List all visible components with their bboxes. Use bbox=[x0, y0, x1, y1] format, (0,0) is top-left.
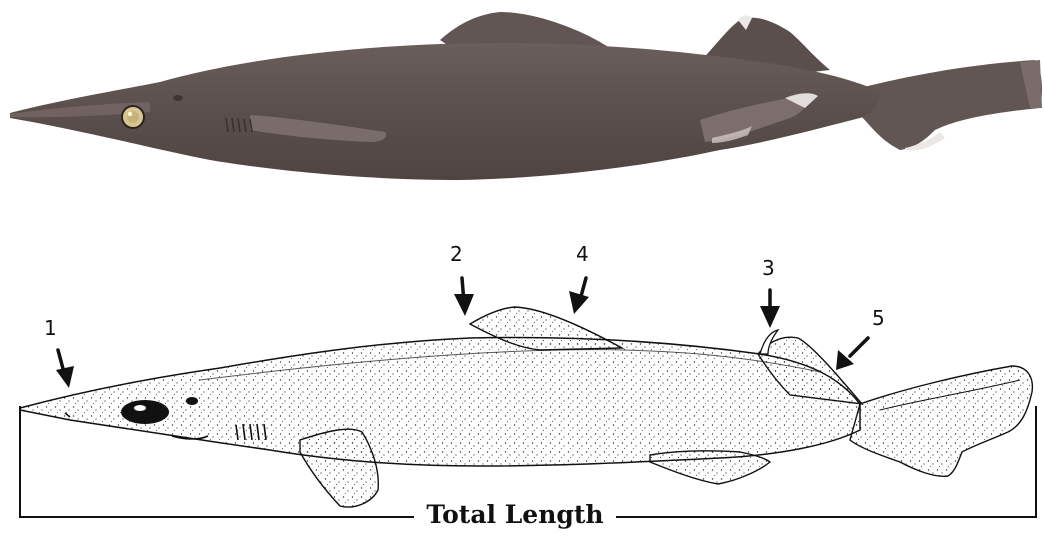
total-length-label: Total Length bbox=[414, 500, 616, 530]
marker-label-5: 5 bbox=[872, 308, 885, 328]
shark-photo bbox=[10, 12, 1042, 180]
drawing-caudal-fin bbox=[850, 366, 1032, 476]
shark-drawing bbox=[20, 307, 1032, 507]
drawing-pectoral-fin bbox=[300, 429, 378, 507]
drawing-eye bbox=[121, 400, 169, 424]
arrow-5 bbox=[850, 338, 868, 356]
drawing-pelvic-fin bbox=[650, 451, 770, 484]
marker-label-3: 3 bbox=[762, 258, 775, 278]
marker-label-1: 1 bbox=[44, 318, 57, 338]
photo-caudal-fin bbox=[860, 60, 1042, 150]
marker-label-2: 2 bbox=[450, 244, 463, 264]
marker-label-4: 4 bbox=[576, 244, 589, 264]
